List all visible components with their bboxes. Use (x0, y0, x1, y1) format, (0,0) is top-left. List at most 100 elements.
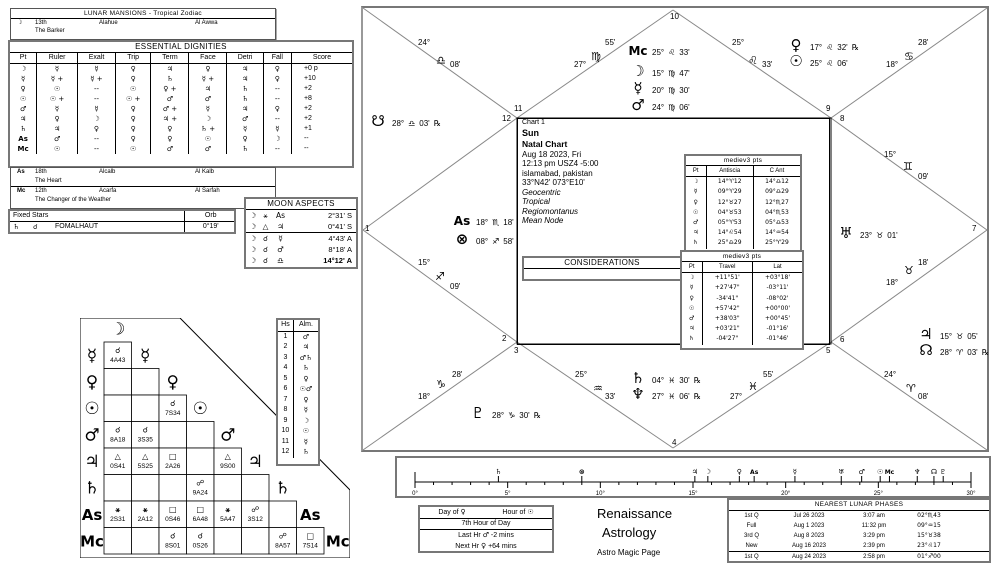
aspect-glyph: ☌ (170, 532, 175, 541)
aspect-grid-cell (131, 421, 160, 449)
lunar-phase-cell: 3:07 am (863, 513, 885, 519)
ruler-marker-icon: ♅ (838, 468, 844, 476)
aspect-grid-row-label: Mc (80, 533, 104, 551)
house-number-9: 9 (826, 104, 831, 113)
cusp-degree: 25° (732, 38, 745, 47)
col-travel: Travel (701, 262, 753, 274)
house-line (830, 7, 988, 119)
lunar-phase-cell: New (745, 543, 758, 549)
antiscia-cell: ☿ (693, 188, 698, 196)
dignities-cell: ♃ (150, 63, 189, 74)
planet-glyph-icon: ☋ (371, 112, 385, 130)
aspect-value: 8A57 (275, 543, 291, 550)
almuten-planet: ♄ (302, 364, 310, 372)
aspect-grid-cell (158, 394, 187, 422)
aspect-grid-cell (296, 527, 325, 555)
planet-glyph-icon: ♄ (631, 369, 645, 387)
ruler-marker-icon: ⊗ (579, 468, 585, 476)
planet-sign: ♉ (956, 332, 964, 341)
dignities-cell: ♀ (115, 134, 151, 144)
house-line (516, 9, 674, 119)
dignities-cell: -- (76, 144, 116, 154)
house-number: 11 (278, 436, 294, 447)
aspect-grid-diagonal-label: ♂ (220, 426, 235, 446)
aspect-grid-row-label: ♄ (84, 479, 99, 499)
dignities-cell: +8 (290, 94, 352, 104)
house-number-2: 2 (502, 334, 507, 343)
aspect-grid-cell (131, 394, 160, 422)
dignities-cell: ♂ (36, 134, 78, 144)
planet-position: ♆27°♓06'℞ (628, 385, 701, 403)
almuten-planet: ♃ (302, 343, 310, 351)
ruler-label: 30° (966, 491, 976, 496)
dignities-cell: ♀ (115, 104, 151, 114)
mansion-point: As (17, 169, 25, 175)
aspect-glyph: △ (225, 452, 232, 461)
planet-deg: 28° (492, 411, 505, 420)
planet-deg: 04° (652, 376, 665, 385)
dignities-cell: ♃ (19, 115, 27, 123)
planet-min: 01' (887, 231, 898, 240)
almuten-row: 9☽ (278, 415, 318, 426)
aspect-grid-row-label: ♂ (84, 426, 99, 446)
planet-glyph-icon: ♅ (839, 224, 853, 242)
fixed-star-orb: 0°19' (183, 221, 234, 232)
cusp-degree: 25° (575, 370, 588, 379)
travel-cell: ♃ (689, 325, 695, 333)
house-line (362, 7, 518, 119)
moon-aspect-p1: ☽ (249, 234, 257, 243)
house-line (830, 117, 988, 231)
planet-sign: ♍ (668, 69, 676, 78)
moon-aspects-title: MOON ASPECTS (246, 199, 356, 210)
planet-min: 03' (419, 119, 430, 128)
aspect-grid-row-label: As (82, 506, 103, 524)
aspect-grid-row-label: ♃ (84, 452, 99, 472)
aspect-glyph: ☍ (251, 505, 259, 514)
lunar-phase-cell: Jul 26 2023 (793, 513, 825, 519)
planet-sign: ♑ (508, 411, 516, 420)
lunar-phase-cell: 09°♒15 (917, 522, 941, 529)
aspect-value: 2A12 (138, 516, 154, 523)
antiscia-title: mediev3 pts (686, 156, 800, 166)
planet-position: ⊗08°♐58' (452, 230, 518, 248)
dignities-cell: ♀ (76, 124, 116, 134)
lunar-phase-cell: 1st Q (729, 551, 774, 562)
almuten-row: 7♀ (278, 394, 318, 405)
house-line (362, 229, 518, 343)
house-number: 4 (278, 363, 294, 374)
planet-deg: 08° (476, 237, 489, 246)
ruler-label: 5° (505, 491, 511, 496)
aspect-grid-row-label: ♀ (86, 373, 98, 393)
planet-min: 33' (679, 48, 690, 57)
day-label: Day of (438, 509, 459, 516)
planet-deg: 25° (810, 59, 823, 68)
planet-position: ☉25°♌06' (786, 52, 852, 70)
day-hour-row: Day of ♀ Hour of ☉ (420, 507, 552, 519)
planet-deg: 17° (810, 43, 823, 52)
houses-header: Hs (278, 320, 294, 331)
cusp-minutes: 55' (605, 38, 616, 47)
travel-row: ☉+57'42"+00°00' (682, 303, 802, 315)
chart-coords: 33°N42' 073°E10' (522, 178, 585, 187)
dignities-cell: ☉ + (36, 94, 78, 104)
aspect-glyph: □ (169, 505, 177, 514)
last-hour-label: Last Hr (458, 532, 481, 539)
cusp-degree: 18° (418, 392, 431, 401)
house-number: 6 (278, 384, 294, 395)
moon-aspect-orb: 14°12' A (323, 256, 352, 265)
fixed-stars-header: Fixed Stars (13, 212, 49, 219)
brand-line3[interactable]: Astro Magic Page (597, 548, 661, 557)
antiscia-cell: ♃ (693, 229, 699, 237)
dignities-cell: ♀ (262, 63, 292, 74)
dignities-cell: -- (262, 84, 292, 94)
aspect-value: 3S35 (138, 437, 154, 444)
planet-glyph-icon: ♇ (471, 404, 485, 422)
aspect-grid-row-label: ☉ (84, 399, 99, 419)
house-number-1: 1 (365, 224, 370, 233)
travel-cell: +27'47" (701, 283, 753, 294)
